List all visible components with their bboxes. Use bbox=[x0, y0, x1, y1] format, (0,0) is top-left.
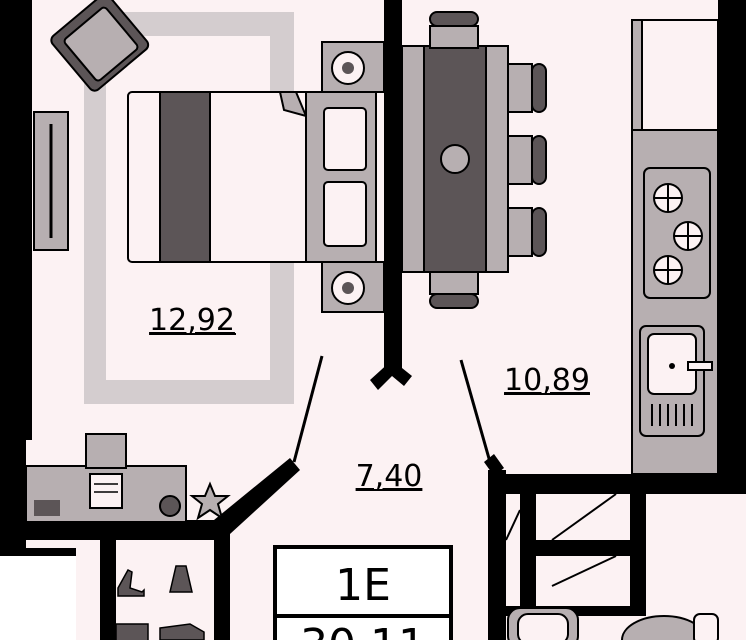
sink-drain bbox=[669, 363, 675, 369]
door-jamb-left bbox=[214, 458, 300, 534]
lamp-top-center bbox=[342, 62, 354, 74]
bed-sheet bbox=[209, 91, 311, 263]
wardrobe-left-wall bbox=[100, 540, 116, 640]
badge-frame bbox=[273, 545, 453, 640]
kitchen bbox=[401, 11, 719, 475]
fridge bbox=[631, 19, 719, 131]
bedroom bbox=[25, 0, 385, 640]
chair-bottom bbox=[429, 271, 479, 295]
chair-right-2 bbox=[507, 135, 533, 185]
burner-crosses bbox=[654, 184, 702, 284]
chair-right-1-back bbox=[531, 63, 547, 113]
shower-partition bbox=[520, 494, 536, 606]
shower-glass-2 bbox=[551, 555, 617, 587]
fridge-door bbox=[631, 19, 643, 131]
wall-end-cap bbox=[370, 360, 412, 390]
toilet-icon bbox=[621, 615, 707, 640]
lamp-bottom-center bbox=[342, 282, 354, 294]
bag-icon bbox=[115, 623, 149, 640]
bathroom-inner-wall bbox=[630, 490, 646, 610]
chair-bottom-back bbox=[429, 293, 479, 309]
bathroom bbox=[505, 493, 719, 640]
pillow-bottom bbox=[323, 181, 367, 247]
exterior bbox=[0, 556, 76, 640]
plant-icon bbox=[189, 481, 231, 521]
hall-area-label: 7,40 bbox=[356, 459, 423, 494]
bathroom-top-wall bbox=[488, 474, 746, 494]
apartment-type: 1E bbox=[335, 560, 391, 611]
chair-right-2-back bbox=[531, 135, 547, 185]
dress-icon bbox=[169, 565, 193, 593]
door-swing-left bbox=[292, 355, 324, 463]
shoe-heel-icon bbox=[117, 569, 145, 597]
armchair-seat bbox=[63, 6, 139, 82]
bathroom-wall bbox=[488, 470, 506, 640]
shower-glass-3 bbox=[505, 509, 521, 541]
chair-top bbox=[429, 25, 479, 49]
shower-shelf bbox=[536, 540, 630, 556]
kitchen-area-label: 10,89 bbox=[504, 363, 590, 398]
table-vase-icon bbox=[440, 144, 470, 174]
drain-board bbox=[651, 404, 693, 426]
shower-glass-1 bbox=[551, 493, 617, 541]
mouse-icon bbox=[159, 495, 181, 517]
armchair bbox=[50, 0, 150, 92]
corner-wall-cap bbox=[0, 548, 76, 556]
keyboard-icon bbox=[89, 473, 123, 509]
chair-top-back bbox=[429, 11, 479, 27]
books-icon bbox=[34, 500, 60, 516]
chair-right-3 bbox=[507, 207, 533, 257]
sneaker-icon bbox=[159, 623, 205, 640]
washbasin-bowl bbox=[517, 613, 569, 640]
chair-right-3-back bbox=[531, 207, 547, 257]
pillow-top bbox=[323, 107, 367, 171]
door-swing-right bbox=[459, 359, 492, 463]
chair-right-1 bbox=[507, 63, 533, 113]
wardrobe-items bbox=[115, 565, 205, 640]
partition-wall bbox=[384, 0, 402, 376]
bedroom-area-label: 12,92 bbox=[149, 303, 235, 338]
faucet-icon bbox=[687, 361, 713, 371]
apartment-badge: 1E 30,11 bbox=[273, 545, 453, 640]
wardrobe-top-wall bbox=[26, 520, 226, 540]
door-hinge bbox=[484, 454, 504, 476]
wardrobe-right-wall bbox=[214, 520, 230, 640]
desk-monitor bbox=[85, 433, 127, 469]
left-wall-lower bbox=[0, 436, 26, 548]
right-wall bbox=[718, 0, 746, 492]
bed-blanket-stripe bbox=[159, 91, 211, 263]
toilet-tank bbox=[693, 613, 719, 640]
total-area: 30,11 bbox=[300, 620, 426, 640]
left-wall bbox=[0, 0, 32, 440]
